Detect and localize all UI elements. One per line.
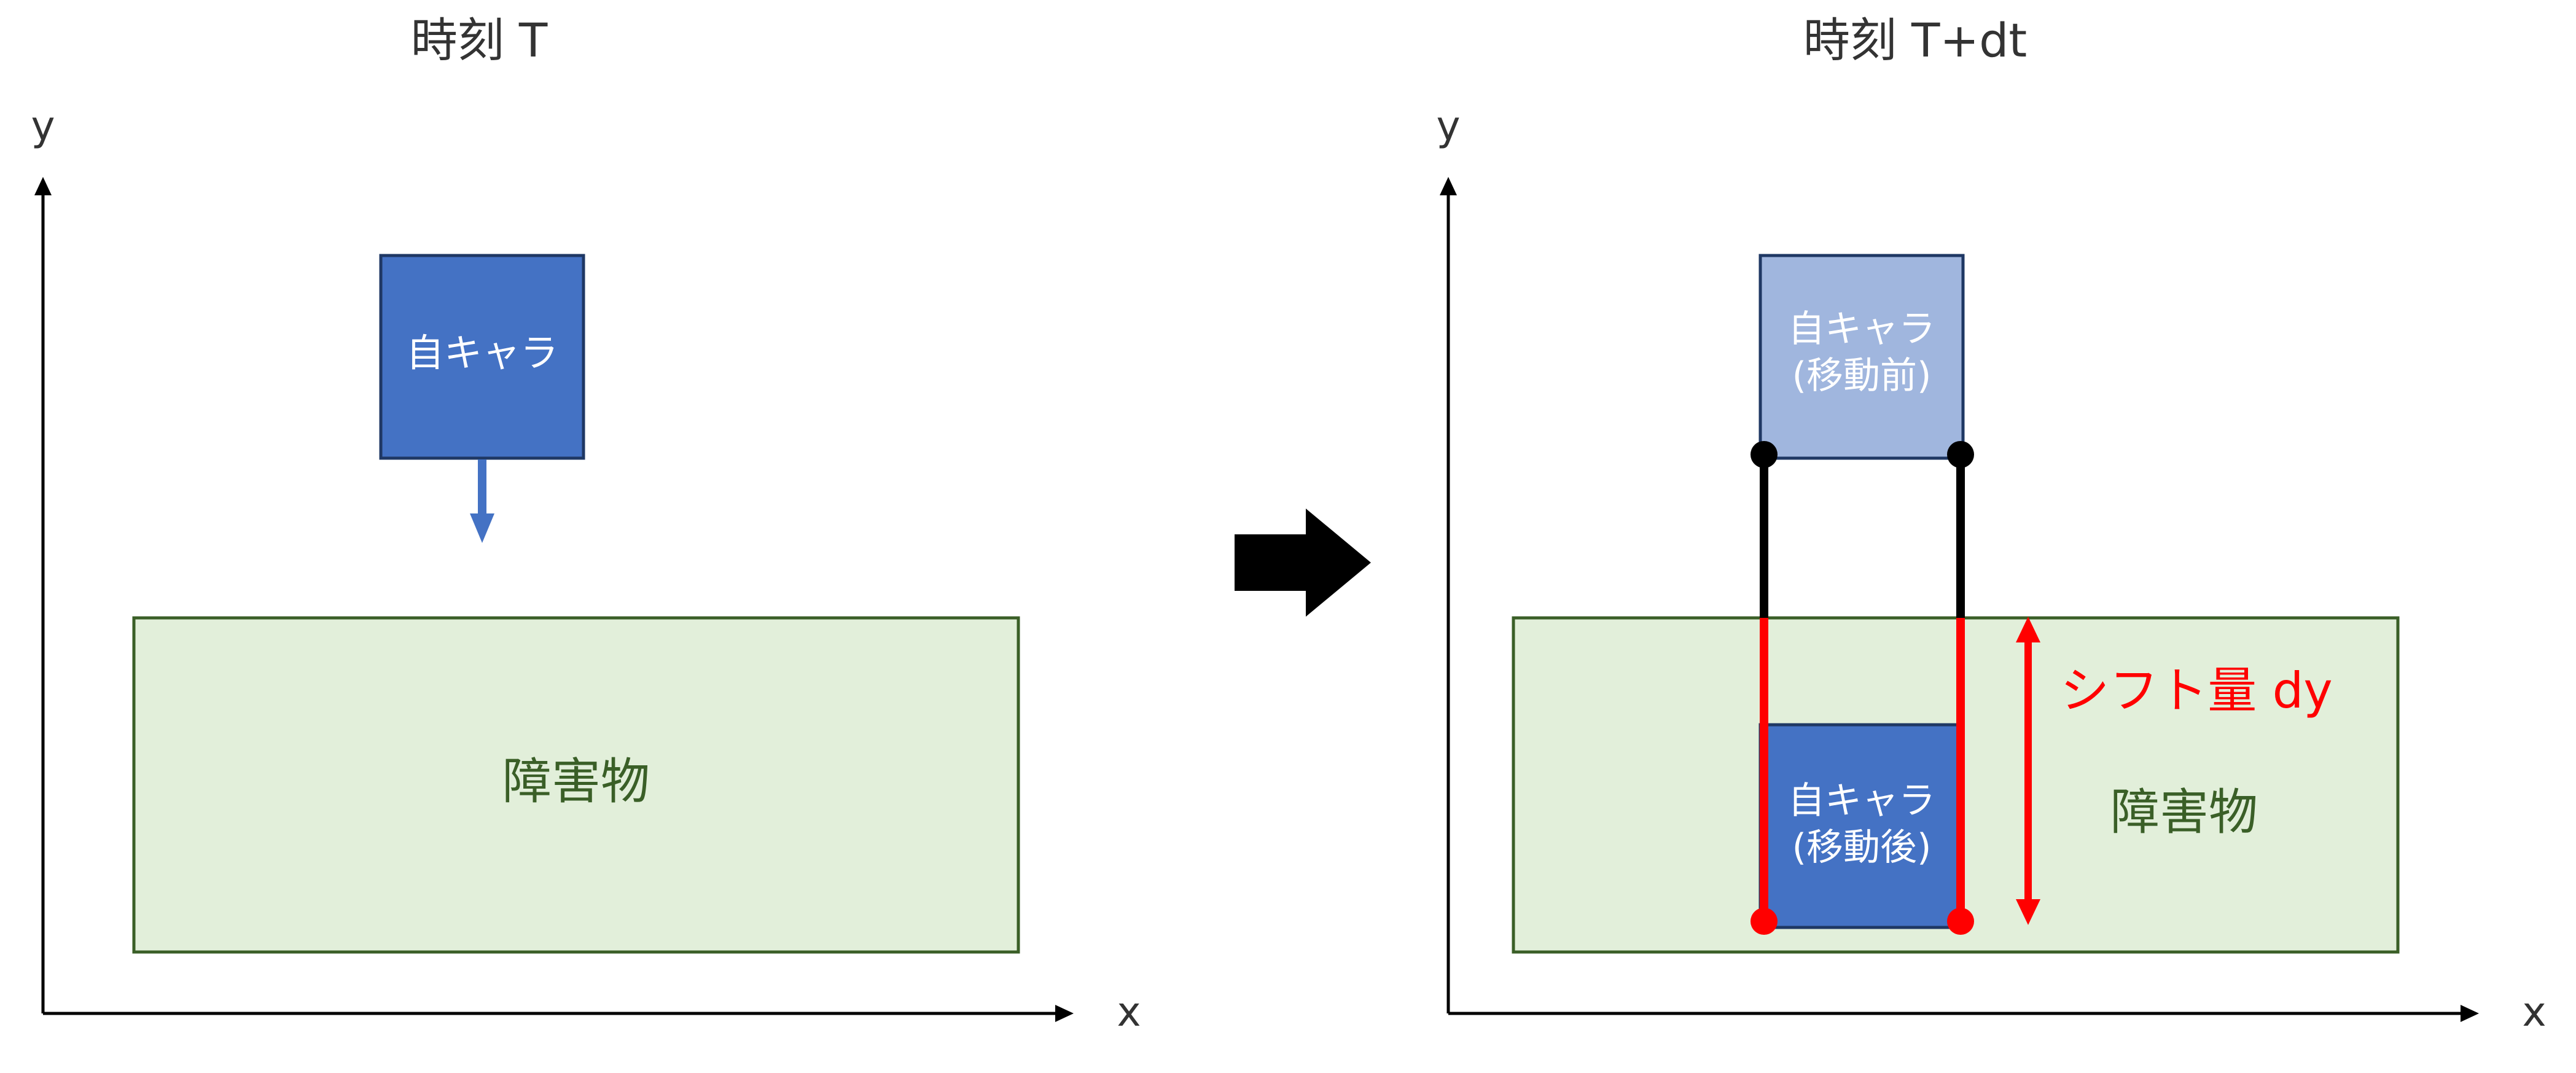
left-y-axis-arrowhead: [34, 177, 52, 195]
left-x-axis-arrowhead: [1055, 1005, 1074, 1022]
left-title: 時刻 T: [411, 13, 548, 68]
left-player-label: 自キャラ: [406, 330, 558, 375]
right-player-before-label-1: 自キャラ: [1788, 308, 1935, 351]
transition-arrow: [1235, 509, 1371, 617]
shift-arrowhead-bottom: [2016, 899, 2040, 925]
right-player-after-box: [1758, 723, 1965, 929]
left-obstacle: [132, 616, 1020, 954]
right-player-after-label-2: (移動後): [1792, 826, 1932, 869]
left-player-box: [379, 254, 585, 460]
corner-dot-before-right: [1947, 441, 1974, 468]
left-velocity-arrowhead: [470, 513, 494, 543]
right-y-axis-arrowhead: [1440, 177, 1457, 195]
right-player-before-box: [1758, 254, 1965, 460]
right-obstacle-label: 障害物: [2110, 784, 2258, 841]
corner-dot-before-left: [1751, 441, 1778, 468]
right-x-axis-arrowhead: [2461, 1005, 2479, 1022]
right-title: 時刻 T+dt: [1803, 13, 2027, 68]
left-x-axis-label: x: [1117, 988, 1141, 1036]
shift-label: シフト量 dy: [2060, 662, 2333, 719]
right-y-axis-label: y: [1436, 103, 1460, 150]
right-player-after-label-1: 自キャラ: [1788, 779, 1935, 822]
left-obstacle-label: 障害物: [502, 753, 650, 810]
right-x-axis-label: x: [2522, 988, 2546, 1036]
left-y-axis-label: y: [31, 103, 55, 150]
corner-dot-after-left: [1751, 908, 1778, 935]
shift-arrowhead-top: [2016, 617, 2040, 642]
right-player-before-label-2: (移動前): [1792, 354, 1932, 397]
corner-dot-after-right: [1947, 908, 1974, 935]
